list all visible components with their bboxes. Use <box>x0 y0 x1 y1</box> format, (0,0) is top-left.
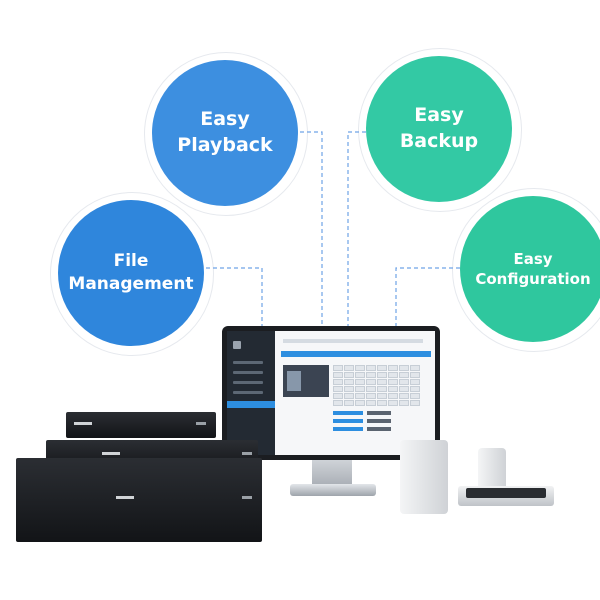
screen-grid-cell <box>388 379 398 385</box>
screen-grid-cell <box>355 400 365 406</box>
docking-station-top <box>466 488 546 498</box>
monitor-stand <box>312 460 352 486</box>
screen-thumbnail-figure <box>287 371 301 391</box>
screen-bar <box>333 411 363 415</box>
screen-grid-cell <box>388 393 398 399</box>
screen-grid-cell <box>344 386 354 392</box>
screen-grid-cell <box>377 365 387 371</box>
screen-grid-cell <box>366 393 376 399</box>
nas-storage-small <box>478 448 506 490</box>
screen-grid-cell <box>355 386 365 392</box>
screen-grid-cell <box>410 386 420 392</box>
ring-easy-configuration <box>452 188 600 352</box>
screen-bar <box>367 411 391 415</box>
screen-grid-cell <box>399 400 409 406</box>
monitor-base <box>290 484 376 496</box>
screen-bar <box>333 419 363 423</box>
nas-storage <box>400 440 448 514</box>
easy-configuration-label: Easy Configuration <box>475 249 591 288</box>
screen-bar <box>367 427 391 431</box>
connector-easy-playback <box>300 131 323 330</box>
screen-sidebar <box>227 331 275 455</box>
screen-grid-cell <box>410 379 420 385</box>
screen-grid-cell <box>410 393 420 399</box>
screen-grid-cell <box>355 372 365 378</box>
screen-grid-cell <box>366 400 376 406</box>
screen-grid-cell <box>410 365 420 371</box>
screen-grid-cell <box>377 372 387 378</box>
connector-easy-backup <box>347 131 366 330</box>
screen-grid-cell <box>410 400 420 406</box>
screen-grid-cell <box>388 372 398 378</box>
screen-grid-cell <box>355 365 365 371</box>
screen-grid-cell <box>344 400 354 406</box>
screen-topbar <box>283 339 423 343</box>
screen-grid-cell <box>410 372 420 378</box>
screen-grid-cell <box>377 393 387 399</box>
nvr-device-bottom <box>16 458 262 542</box>
screen-bar <box>367 419 391 423</box>
screen-grid-cell <box>366 372 376 378</box>
screen-tabbar <box>281 351 431 357</box>
screen-grid-cell <box>333 400 343 406</box>
easy-backup-label: Easy Backup <box>399 104 479 152</box>
screen-grid-cell <box>344 393 354 399</box>
screen-grid-cell <box>366 386 376 392</box>
screen-grid-cell <box>388 365 398 371</box>
screen-grid-cell <box>355 393 365 399</box>
screen-grid-cell <box>377 379 387 385</box>
screen-grid-cell <box>377 400 387 406</box>
screen-grid-cell <box>377 386 387 392</box>
easy-backup-circle: Easy Backup <box>366 56 512 202</box>
ring-easy-backup <box>358 48 522 212</box>
screen-grid-cell <box>344 379 354 385</box>
easy-playback-label: Easy Playback <box>177 108 273 156</box>
screen-grid-cell <box>333 379 343 385</box>
screen-grid-cell <box>344 365 354 371</box>
connector-easy-configuration <box>395 267 460 330</box>
screen-grid-cell <box>355 379 365 385</box>
nvr-device-top <box>66 412 216 438</box>
easy-configuration-circle: Easy Configuration <box>460 196 600 342</box>
screen-grid-cell <box>333 365 343 371</box>
screen-grid-cell <box>388 386 398 392</box>
screen-bar <box>333 427 363 431</box>
screen-grid-cell <box>399 386 409 392</box>
connector-file-management <box>206 267 263 330</box>
screen-grid-cell <box>366 379 376 385</box>
ring-easy-playback <box>144 52 308 216</box>
monitor-screen <box>227 331 435 455</box>
screen-grid-cell <box>344 372 354 378</box>
screen-grid-cell <box>366 365 376 371</box>
screen-grid-cell <box>399 365 409 371</box>
screen-grid-cell <box>399 393 409 399</box>
file-management-circle: File Management <box>58 200 204 346</box>
file-management-label: File Management <box>68 251 194 294</box>
ring-file-management <box>50 192 214 356</box>
screen-grid-cell <box>333 386 343 392</box>
monitor <box>222 326 440 460</box>
screen-grid-cell <box>333 393 343 399</box>
screen-grid-cell <box>388 400 398 406</box>
screen-grid-cell <box>399 372 409 378</box>
screen-grid-cell <box>333 372 343 378</box>
easy-playback-circle: Easy Playback <box>152 60 298 206</box>
screen-grid-cell <box>399 379 409 385</box>
